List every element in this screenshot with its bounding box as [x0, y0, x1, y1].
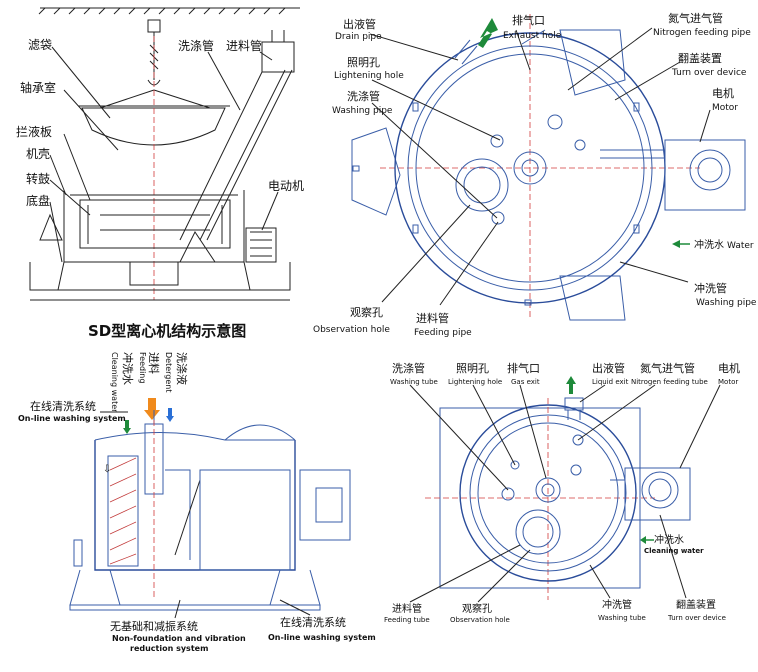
- label-nitrogen-en: Nitrogen feeding pipe: [653, 28, 751, 38]
- label-light4-en: Lightening hole: [448, 378, 502, 386]
- label-water-cn: 冲洗水: [694, 238, 724, 251]
- label-online2-cn: 在线清洗系统: [280, 615, 346, 629]
- label-drain-en: Drain pipe: [335, 32, 382, 42]
- label-nit-en: Nitrogen feeding tube: [631, 378, 708, 386]
- label-light-cn: 照明孔: [347, 56, 380, 69]
- label-feed3-cn: 进料: [147, 352, 161, 374]
- gas-exit-arrow-icon: [566, 376, 576, 394]
- label-drum: 转鼓: [26, 171, 50, 186]
- page-title: SD型离心机结构示意图: [88, 322, 246, 340]
- label-obs4-en: Observation hole: [450, 616, 510, 624]
- label-det-en: Detergent: [164, 352, 173, 393]
- label-wash-en: Washing pipe: [332, 106, 393, 116]
- label-base-plate: 底盘: [26, 193, 50, 208]
- label-cwater-cn: 冲洗水: [654, 533, 684, 546]
- label-wash-cn: 洗涤管: [347, 89, 380, 103]
- panel-side-section: 滤袋 轴承室 拦液板 机壳 转鼓 底盘 洗涤管 进料管 电动机 SD型离心机结构…: [16, 7, 304, 340]
- label-nitrogen-cn: 氮气进气管: [668, 11, 723, 25]
- label-filter-bag: 滤袋: [28, 38, 52, 52]
- label-wtube-cn: 冲洗管: [602, 598, 632, 611]
- panel-side-cleaning: 冲洗水 Cleaning water 进料 Feeding 洗涤液 Deterg…: [18, 352, 376, 653]
- label-motor4-cn: 电机: [718, 361, 740, 375]
- label-feed4-en: Feeding tube: [384, 616, 430, 624]
- exhaust-arrow-icon: [478, 18, 498, 48]
- label-motor4-en: Motor: [718, 378, 738, 386]
- label-foundation-en1: Non-foundation and vibration: [112, 634, 246, 643]
- label-cwater-en: Cleaning water: [644, 547, 704, 555]
- label-drain-cn: 出液管: [343, 17, 376, 31]
- label-water-en: Water: [727, 241, 754, 251]
- label-liq-en: Liquid exit: [592, 378, 629, 386]
- water-arrow-icon: [672, 240, 680, 248]
- label-feed4-cn: 进料管: [392, 602, 422, 615]
- label-feed-cn: 进料管: [416, 311, 449, 325]
- label-foundation-cn: 无基础和减振系统: [110, 619, 198, 633]
- label-gas-cn: 排气口: [507, 361, 540, 375]
- label-nit-cn: 氮气进气管: [640, 361, 695, 375]
- label-foundation-en2: reduction system: [130, 644, 208, 653]
- label-casing: 机壳: [26, 147, 50, 161]
- label-liq-cn: 出液管: [592, 361, 625, 375]
- label-motor: 电动机: [268, 179, 304, 193]
- label-feed-pipe: 进料管: [226, 38, 262, 53]
- label-wash4-cn: 洗涤管: [392, 361, 425, 375]
- label-bearing-chamber: 轴承室: [20, 80, 56, 95]
- label-obs4-cn: 观察孔: [462, 602, 492, 615]
- label-liquid-baffle: 拦液板: [16, 124, 52, 139]
- label-feed-en: Feeding pipe: [414, 328, 472, 338]
- label-turn4-en: Turn over device: [667, 614, 726, 622]
- label-exhaust-en: Exhaust hole: [503, 31, 562, 41]
- label-cw-en: Cleaning water: [110, 352, 119, 413]
- label-obs-cn: 观察孔: [350, 305, 383, 319]
- label-wash4-en: Washing tube: [390, 378, 438, 386]
- label-motor2-cn: 电机: [712, 86, 734, 100]
- panel-top-view: 出液管 Drain pipe 排气口 Exhaust hole 氮气进气管 Ni…: [313, 11, 757, 338]
- label-online-en: On-line washing system: [18, 414, 126, 423]
- label-wpipe-en: Washing pipe: [696, 298, 757, 308]
- label-light-en: Lightening hole: [334, 71, 404, 81]
- label-washing-pipe: 洗涤管: [178, 38, 214, 53]
- label-turn4-cn: 翻盖装置: [676, 598, 716, 611]
- label-online2-en: On-line washing system: [268, 633, 376, 642]
- arrow-down-1: ⇩: [103, 464, 111, 475]
- label-wpipe-cn: 冲洗管: [694, 281, 727, 295]
- detergent-arrow-icon: [166, 408, 174, 422]
- cleaning-arrow-icon: [123, 420, 131, 434]
- feed-arrow-icon: [144, 398, 160, 420]
- label-feed3-en: Feeding: [138, 352, 147, 383]
- panel-top-view-2: 洗涤管 Washing tube 照明孔 Lightening hole 排气口…: [384, 361, 740, 624]
- label-obs-en: Observation hole: [313, 325, 390, 335]
- label-det-cn: 洗涤液: [175, 352, 189, 385]
- label-cw-cn: 冲洗水: [121, 352, 135, 385]
- label-online-cn: 在线清洗系统: [30, 399, 96, 413]
- label-gas-en: Gas exit: [511, 378, 540, 386]
- label-wtube-en: Washing tube: [598, 614, 646, 622]
- cleaning-water-arrow-icon: [640, 536, 646, 544]
- label-light4-cn: 照明孔: [456, 362, 489, 375]
- label-exhaust-cn: 排气口: [512, 13, 545, 27]
- label-turnover-en: Turn over device: [671, 68, 747, 78]
- label-turnover-cn: 翻盖装置: [678, 51, 722, 65]
- label-motor2-en: Motor: [712, 103, 738, 113]
